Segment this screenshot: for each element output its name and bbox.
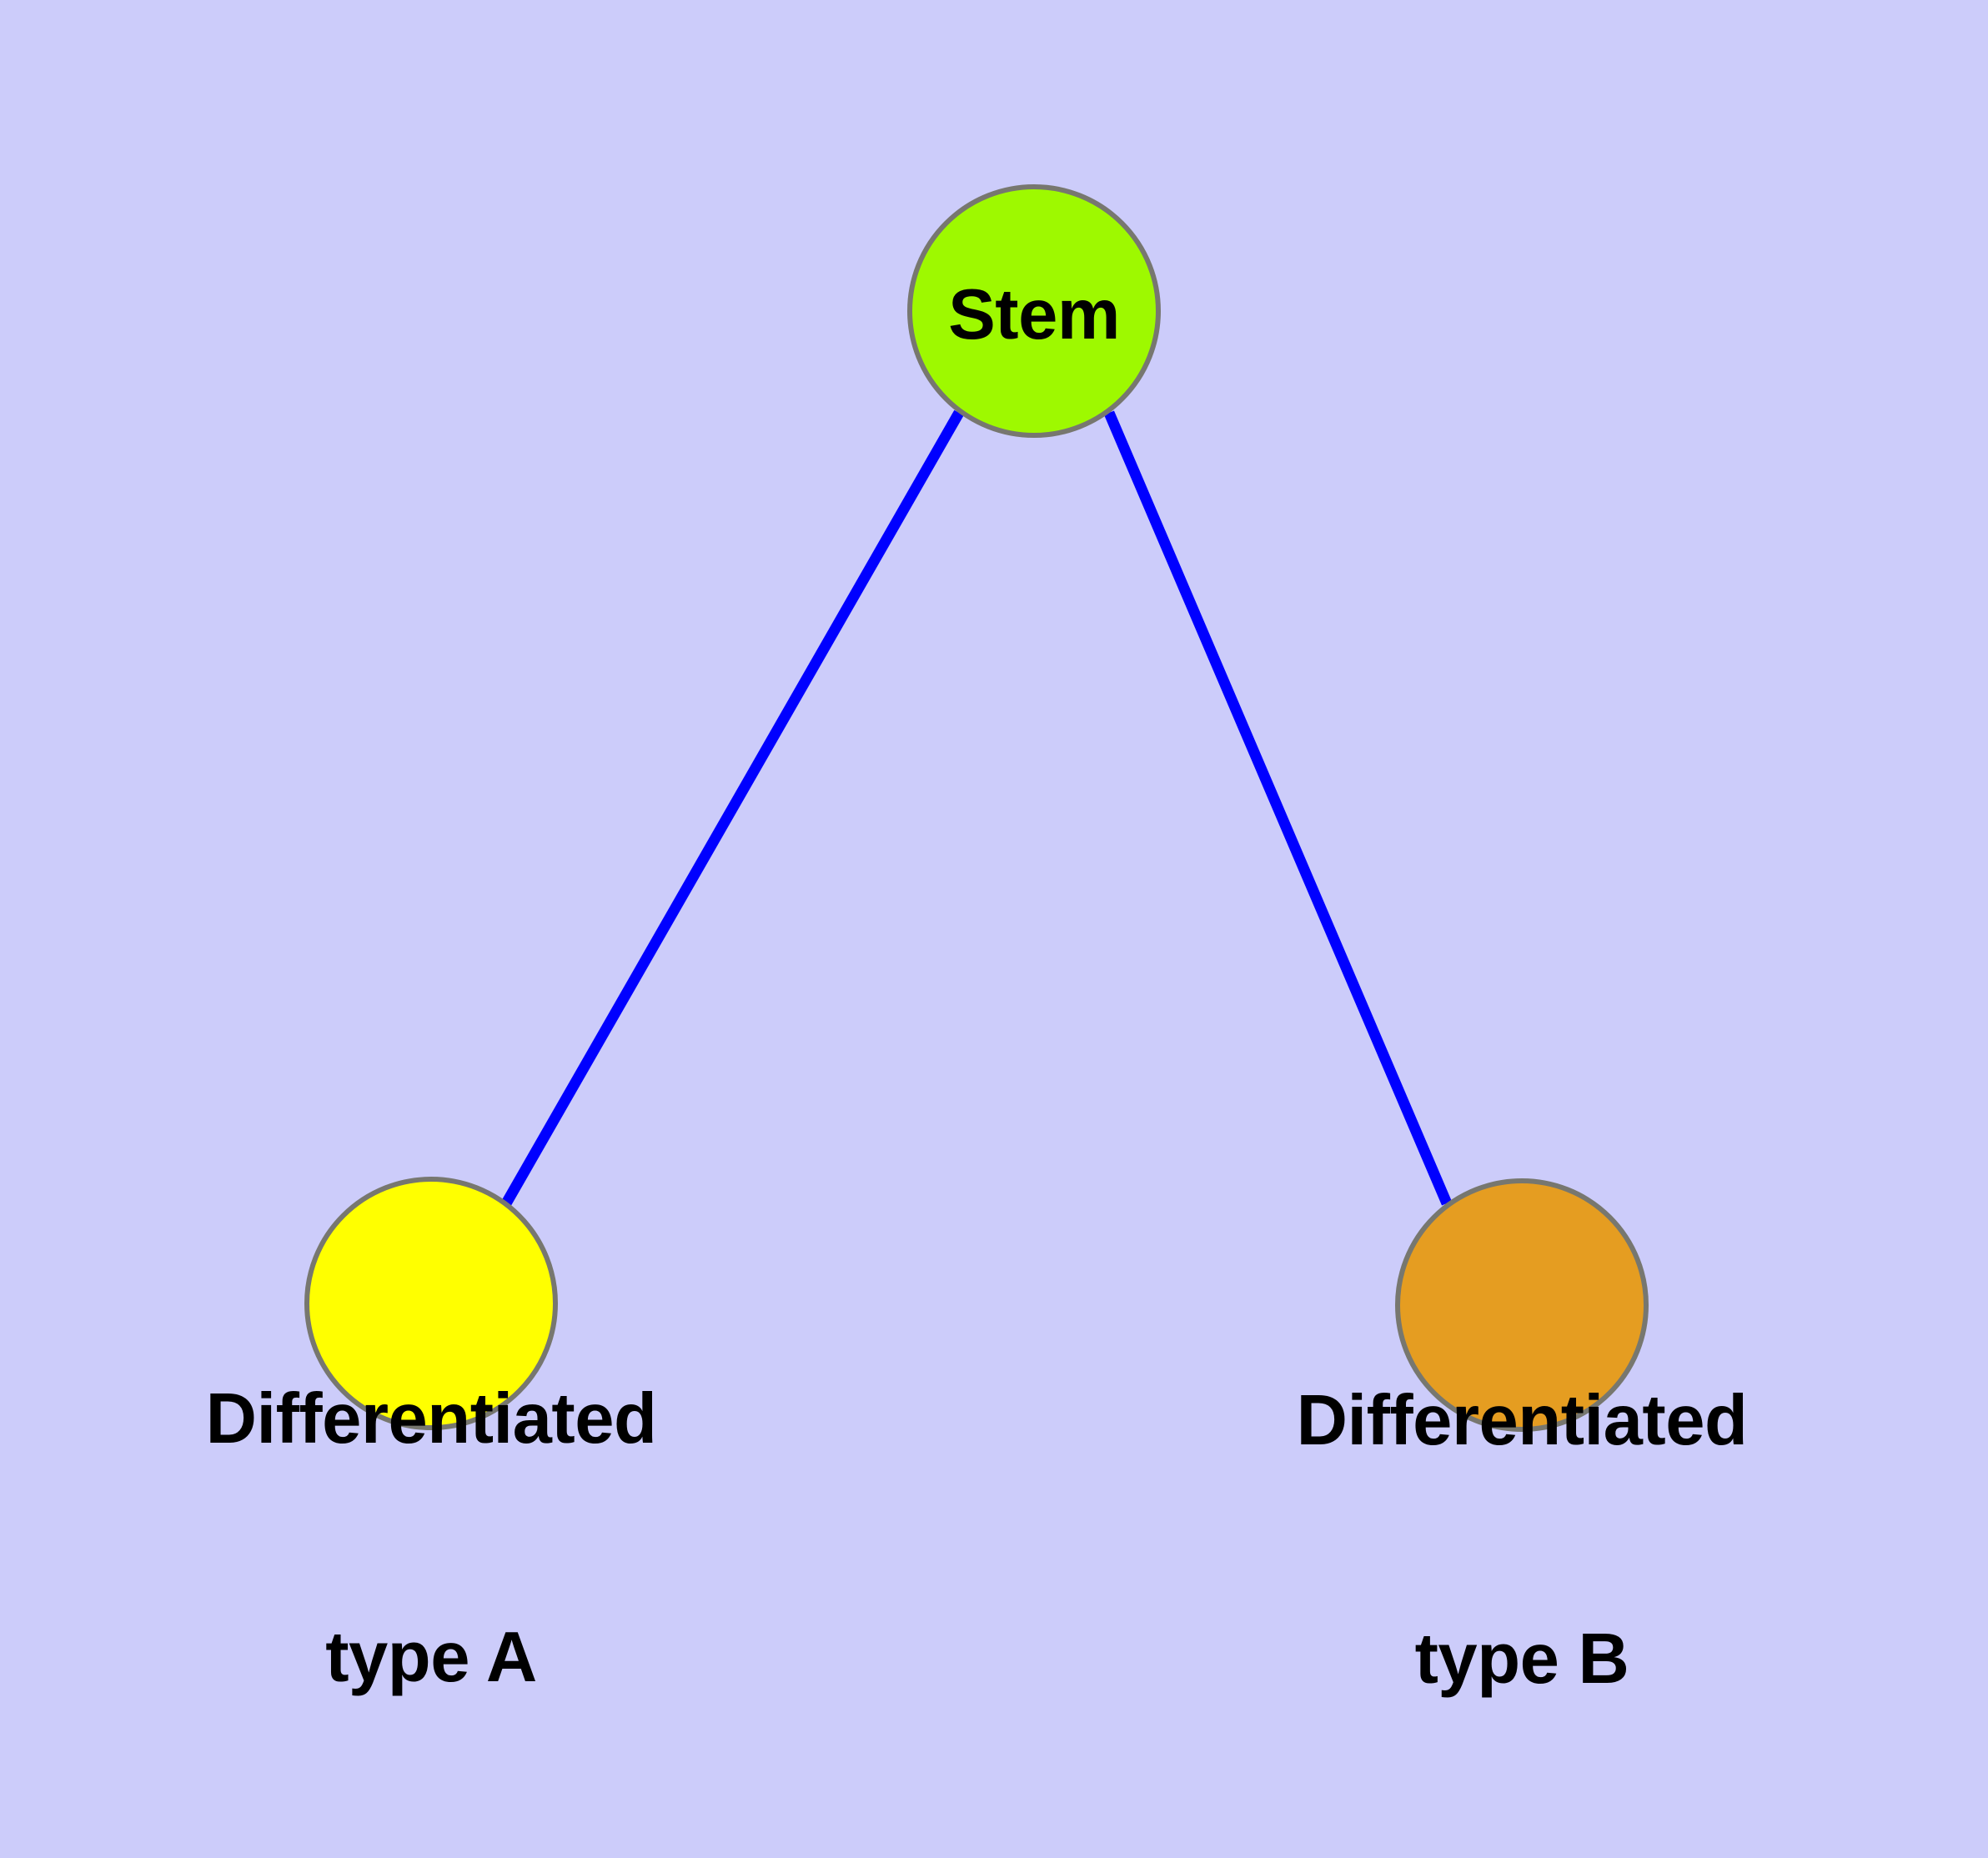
graph-canvas: Stem Differentiated type A Differentiate… bbox=[205, 184, 1748, 1699]
label-line-2: type A bbox=[325, 1617, 537, 1697]
node-differentiated-type-b[interactable] bbox=[1395, 1178, 1649, 1432]
label-line-2: type B bbox=[1414, 1619, 1629, 1699]
node-stem[interactable] bbox=[907, 184, 1161, 438]
edge-layer bbox=[501, 409, 1452, 1207]
node-layer: Stem Differentiated type A Differentiate… bbox=[206, 184, 1748, 1699]
edge-stem-to-differentiated-type-b[interactable] bbox=[1104, 410, 1452, 1206]
edge-stem-to-differentiated-type-a[interactable] bbox=[501, 409, 964, 1207]
node-differentiated-type-a[interactable] bbox=[304, 1177, 558, 1430]
